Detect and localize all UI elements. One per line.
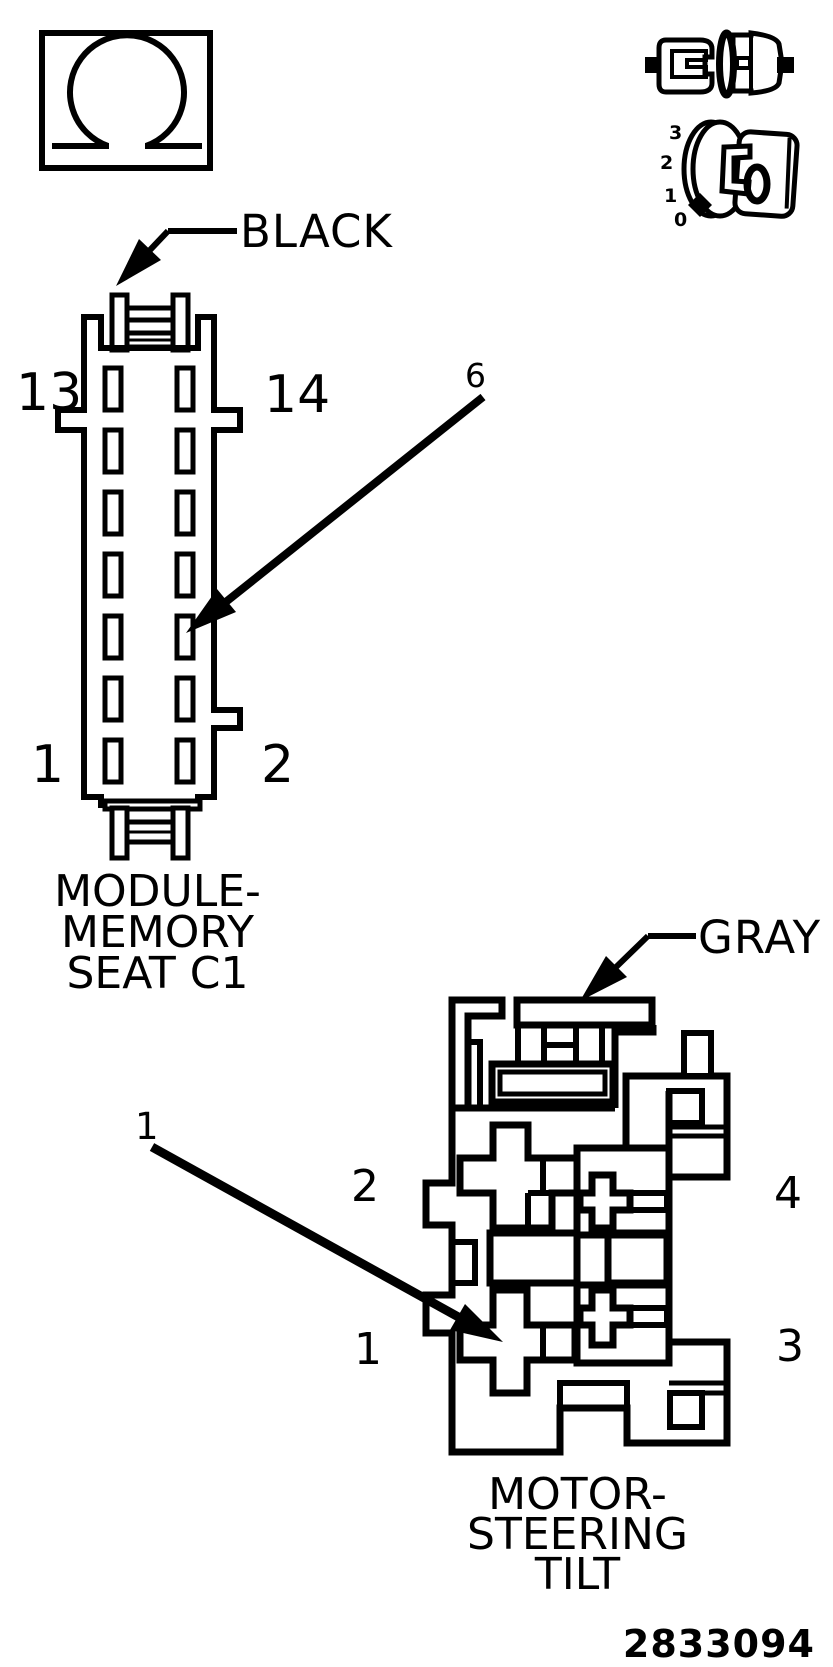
ignition-position-0-label: 0	[674, 209, 688, 231]
c1-pin13-label: 13	[16, 363, 83, 423]
c1-caption-line2: MEMORY	[61, 907, 254, 958]
c1-pin1-label: 1	[31, 735, 65, 795]
c1-pin14-label: 14	[264, 365, 331, 425]
c1-caption: MODULE- MEMORY SEAT C1	[30, 866, 285, 999]
c1-caption-line3: SEAT C1	[66, 948, 249, 999]
ignition-position-2-label: 2	[660, 152, 674, 174]
tilt-pin1-callout-label: 1	[135, 1105, 159, 1148]
black-wire-color-label: BLACK	[240, 205, 393, 258]
ignition-switch-position-icon	[681, 119, 800, 219]
diagram-part-number: 2833094	[622, 1622, 815, 1666]
tilt-pin1-label: 1	[354, 1324, 382, 1375]
pin6-leader-arrow	[186, 393, 486, 633]
tilt-pin3-label: 3	[776, 1321, 804, 1372]
gray-wire-color-label: GRAY	[698, 911, 822, 964]
ignition-position-3-label: 3	[669, 122, 683, 144]
memory-seat-connector-drawing	[55, 292, 243, 861]
connectors-disconnected-icon	[645, 29, 794, 99]
ohmmeter-icon	[39, 30, 213, 171]
black-leader-arrow	[116, 228, 237, 286]
gray-leader-arrow	[580, 933, 696, 1001]
tilt-pin2-label: 2	[351, 1161, 379, 1212]
ignition-position-marker	[688, 193, 712, 217]
tilt-caption-line2: STEERING	[467, 1509, 688, 1560]
tilt-caption: MOTOR- STEERING TILT	[450, 1469, 705, 1600]
pin1-leader-arrow	[149, 1143, 503, 1342]
c1-pin6-callout-label: 6	[465, 356, 486, 395]
tilt-caption-line3: TILT	[534, 1549, 621, 1600]
steering-tilt-connector-drawing	[422, 996, 731, 1456]
ignition-position-1-label: 1	[664, 185, 678, 207]
c1-pin2-label: 2	[261, 735, 295, 795]
pin-slots	[102, 365, 196, 785]
tilt-pin4-label: 4	[774, 1168, 802, 1219]
c1-caption-line1: MODULE-	[54, 866, 261, 917]
tilt-caption-line1: MOTOR-	[488, 1469, 667, 1520]
